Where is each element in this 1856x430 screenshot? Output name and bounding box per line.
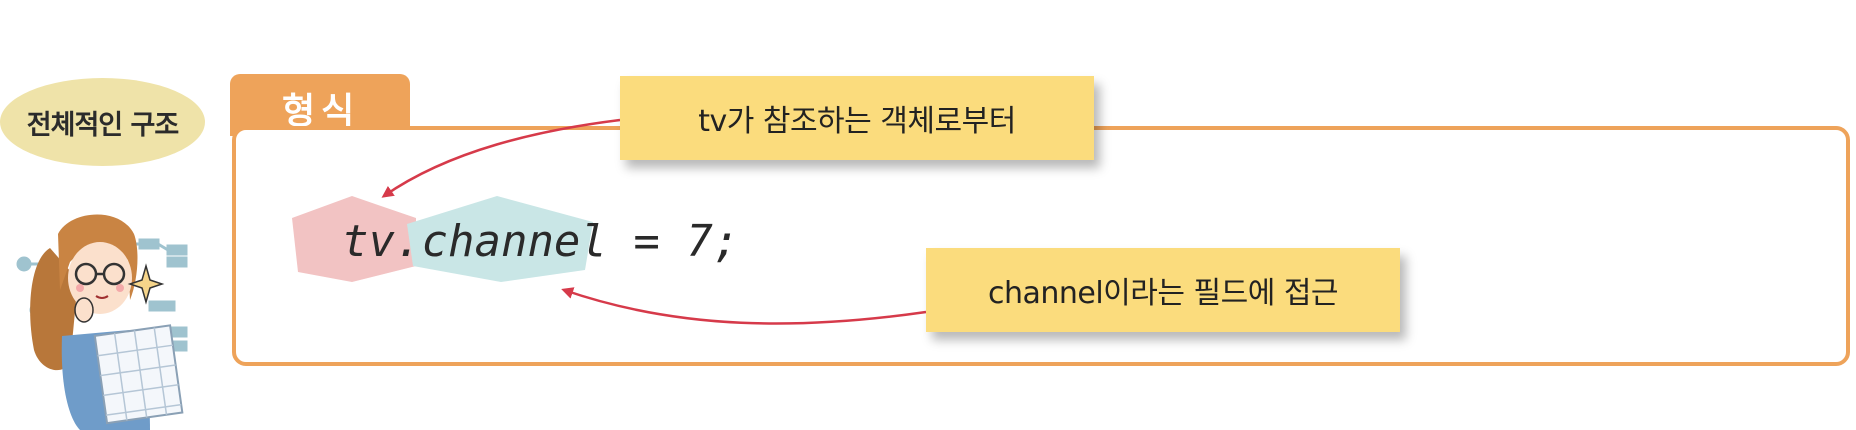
format-tab: 형식 [230,74,410,136]
code-object: tv. [342,216,422,267]
arrow-to-object [381,118,621,198]
girl-with-map-icon [16,214,188,430]
field-highlight-hexagon [407,196,593,282]
code-field: channel [421,216,607,267]
format-tab-label: 형식 [282,91,361,132]
callout-field-access-text: channel이라는 필드에 접근 [987,276,1339,311]
callout-object-reference-text: tv가 참조하는 객체로부터 [698,104,1016,139]
code-statement: tv.channel = 7; [342,212,739,272]
arrow-to-field [561,287,927,325]
mascot-illustration: 전체적인 구조 [0,70,220,430]
callout-field-access: channel이라는 필드에 접근 [926,248,1400,332]
speech-bubble: 전체적인 구조 [0,78,205,166]
object-highlight-hexagon [292,196,416,282]
speech-bubble-text: 전체적인 구조 [26,109,179,141]
callout-object-reference: tv가 참조하는 객체로부터 [620,76,1094,160]
code-assignment: = 7; [606,216,740,267]
